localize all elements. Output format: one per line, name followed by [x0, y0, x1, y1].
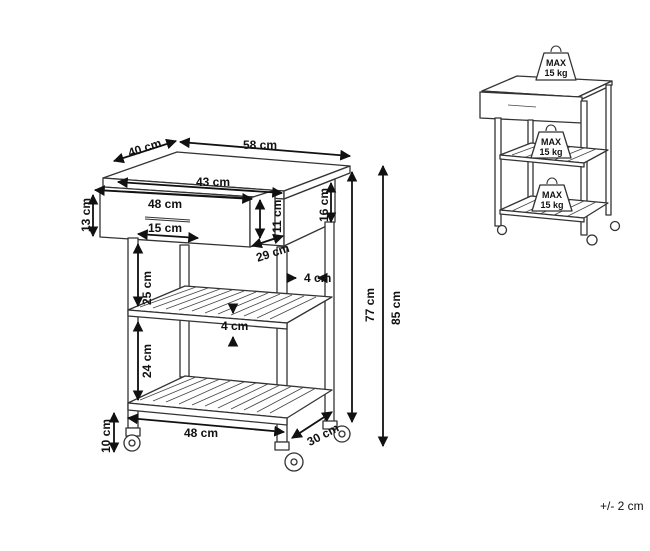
dim-shelf-width: 48 cm: [184, 426, 218, 440]
main-trolley: [99, 151, 351, 472]
dim-width: 58 cm: [243, 138, 277, 152]
dim-handle-width: 15 cm: [148, 221, 182, 235]
dimension-lines: [87, 137, 389, 454]
dim-drawer-width: 48 cm: [148, 197, 182, 211]
dim-apron-height: 16 cm: [317, 188, 331, 222]
caster-wheel: [274, 441, 304, 472]
dim-frame-height: 77 cm: [363, 288, 377, 322]
weight-max-label: MAX: [542, 190, 562, 200]
dim-shelf-thickness: 4 cm: [221, 319, 248, 333]
weight-max-label: MAX: [546, 58, 566, 68]
dim-drawer-side: 11 cm: [270, 200, 284, 233]
weight-icon: MAX 15 kg: [535, 45, 577, 81]
dim-upper-gap: 25 cm: [140, 271, 154, 305]
tolerance-note: +/- 2 cm: [600, 499, 644, 513]
dim-wheel-height: 10 cm: [99, 419, 113, 453]
caster-wheel: [123, 427, 141, 452]
dim-drawer-height: 13 cm: [79, 198, 93, 232]
weight-icon: MAX 15 kg: [530, 124, 572, 159]
weight-value-label: 15 kg: [539, 147, 562, 157]
dim-drawer-inner: 43 cm: [196, 175, 230, 189]
dim-leg-width: 4 cm: [304, 271, 331, 285]
load-capacity-diagram: [479, 75, 621, 246]
dim-depth: 40 cm: [126, 136, 163, 160]
weight-icon: MAX 15 kg: [531, 177, 573, 212]
dim-total-height: 85 cm: [389, 291, 403, 325]
weight-max-label: MAX: [541, 137, 561, 147]
weight-value-label: 15 kg: [540, 200, 563, 210]
dim-lower-gap: 24 cm: [140, 344, 154, 378]
weight-value-label: 15 kg: [544, 68, 567, 78]
